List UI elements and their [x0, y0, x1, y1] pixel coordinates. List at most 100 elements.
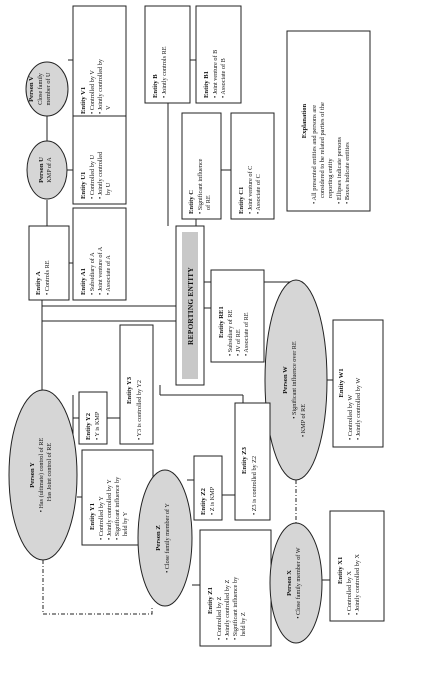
explanation-box: Explanation • All presented entities and…: [286, 30, 371, 212]
person-v-title: Person V: [28, 76, 35, 102]
entity-y1-line4: held by Y: [122, 511, 129, 536]
entity-b1-title: Entity B1: [203, 71, 210, 98]
entity-y3: Entity Y3 • Y3 is controlled by Y2: [119, 324, 154, 445]
entity-w1: Entity W1 • Controlled by W • Jointly co…: [332, 319, 384, 448]
entity-z2-line1: • Z is KMP: [209, 486, 216, 515]
entity-c1-title: Entity C1: [238, 187, 245, 214]
person-x-title: Person X: [286, 570, 293, 596]
person-z-title: Person Z: [155, 525, 162, 551]
entity-y1-line3: • Significant influence by: [114, 476, 121, 540]
person-y-title: Person Y: [29, 462, 36, 488]
entity-a1-line3: • Associate of A: [105, 255, 112, 295]
entity-u1-line1: • Controlled by U: [89, 155, 96, 199]
person-w-title: Person W: [282, 366, 289, 394]
entity-y2-shape: [78, 391, 108, 445]
entity-a1-line2: • Joint venture of A: [97, 246, 104, 295]
person-y-shape: [8, 389, 78, 561]
entity-c: Entity C • Significant influence of RE: [181, 112, 222, 220]
explanation-line1: • All presented entities and persons are: [311, 105, 318, 204]
entity-c-line2: of RE: [205, 195, 212, 210]
entity-y2-line1: • Y is KMP: [94, 411, 101, 440]
person-y-line1: • Has (ultimate) control of RE: [38, 438, 45, 513]
entity-a: Entity A • Controls RE: [28, 225, 70, 301]
entity-c-line1: • Significant influence: [197, 158, 204, 214]
entity-u1-line2: • Jointly controlled: [97, 151, 104, 199]
entity-z1: Entity Z1 • Controlled by Z • Jointly co…: [199, 529, 272, 647]
entity-a-line1: • Controls RE: [44, 260, 51, 295]
entity-u1-title: Entity U1: [80, 172, 87, 199]
person-x-shape: [269, 522, 323, 644]
entity-a-shape: [28, 225, 70, 301]
entity-y3-title: Entity Y3: [126, 376, 133, 404]
person-x: Person X • Close family member of W: [269, 522, 323, 644]
person-z-line1: • Close family member of Y: [164, 503, 171, 573]
entity-a-title: Entity A: [35, 271, 42, 295]
entity-v1-line3: V: [105, 105, 112, 110]
nodes: Person V Close family member of U Entity…: [8, 5, 385, 647]
explanation-line4: • Ellipses indicate persons: [336, 136, 343, 204]
entity-re1-line2: • JV of RE: [235, 329, 242, 356]
entity-y1: Entity Y1 • Controlled by Y • Jointly co…: [81, 449, 154, 546]
entity-b1-line1: • Joint venture of B: [212, 50, 219, 98]
entity-y2: Entity Y2 • Y is KMP: [78, 391, 108, 445]
reporting-entity-title: REPORTING ENTITY: [186, 267, 195, 345]
entity-v1: Entity V1 • Controlled by V • Jointly co…: [72, 5, 127, 120]
entity-c-title: Entity C: [188, 190, 195, 214]
entity-z1-line3: • Significant influence by: [232, 576, 239, 640]
person-w-line1: • Significant influence over RE: [291, 341, 298, 419]
entity-z2-title: Entity Z2: [200, 487, 207, 515]
entity-x1: Entity X1 • Controlled by X • Jointly co…: [329, 510, 385, 622]
person-u-title: Person U: [38, 157, 45, 183]
entity-b: Entity B • Jointly controls RE: [144, 5, 191, 104]
entity-x1-line1: • Controlled by X: [346, 571, 353, 615]
entity-u1: Entity U1 • Controlled by U • Jointly co…: [72, 115, 127, 205]
entity-c-shape: [181, 112, 222, 220]
entity-b-line1: • Jointly controls RE: [161, 46, 168, 98]
entity-a1-line1: • Subsidiary of A: [89, 252, 96, 295]
entity-re1-line1: • Subsidiary of RE: [227, 309, 234, 356]
person-z-shape: [137, 469, 193, 607]
entity-w1-shape: [332, 319, 384, 448]
entity-b1-line2: • Associate of B: [220, 58, 227, 98]
entity-z2: Entity Z2 • Z is KMP: [193, 455, 223, 521]
explanation-shape: [286, 30, 371, 212]
entity-c1-line2: • Associate of C: [255, 174, 262, 214]
explanation-title: Explanation: [301, 103, 308, 138]
entity-re1-shape: [210, 269, 265, 363]
entity-w1-line1: • Controlled by W: [347, 395, 354, 440]
person-y: Person Y • Has (ultimate) control of RE …: [8, 389, 78, 561]
person-u-shape: [26, 140, 68, 200]
entity-z1-shape: [199, 529, 272, 647]
entity-z1-line4: held by Z: [240, 612, 247, 636]
entity-x1-line2: • Jointly controlled by X: [354, 554, 361, 615]
entity-z1-line2: • Jointly controlled by Z: [224, 580, 231, 640]
entity-z1-title: Entity Z1: [207, 587, 214, 614]
person-v: Person V Close family member of U: [25, 61, 69, 117]
entity-y3-line1: • Y3 is controlled by Y2: [136, 380, 143, 440]
explanation-line2: considered to be related parties of the: [319, 102, 326, 198]
entity-z1-line1: • Controlled by Z: [216, 597, 223, 640]
entity-re1-title: Entity RE1: [218, 306, 225, 338]
entity-c1: Entity C1 • Joint venture of C • Associa…: [230, 112, 275, 220]
entity-x1-shape: [329, 510, 385, 622]
entity-y3-shape: [119, 324, 154, 445]
person-w-shape: [264, 279, 328, 481]
entity-z3-shape: [234, 402, 271, 521]
entity-y2-title: Entity Y2: [85, 412, 92, 440]
person-v-shape: [25, 61, 69, 117]
entity-z3-title: Entity Z3: [241, 446, 248, 474]
person-v-line1: Close family: [37, 72, 44, 105]
person-w-line2: • KMP of RE: [300, 404, 307, 437]
entity-z2-shape: [193, 455, 223, 521]
person-z: Person Z • Close family member of Y: [137, 469, 193, 607]
entity-v1-title: Entity V1: [80, 87, 87, 114]
entity-z3-line1: • Z3 is controlled by Z2: [251, 456, 258, 515]
person-w: Person W • Significant influence over RE…: [264, 279, 328, 481]
entity-b-title: Entity B: [152, 74, 159, 98]
entity-y1-line2: • Jointly controlled by Y: [106, 479, 113, 540]
entity-b1: Entity B1 • Joint venture of B • Associa…: [195, 5, 242, 104]
person-u: Person U KMP of A: [26, 140, 68, 200]
entity-v1-shape: [72, 5, 127, 120]
edge-y-z-dashed: [42, 560, 153, 615]
